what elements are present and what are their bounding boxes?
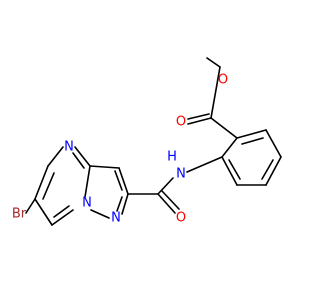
bond-benzene-1 bbox=[236, 129, 267, 139]
atom-bridgehead-nitrogen: N bbox=[82, 196, 92, 211]
bond-benzene-3 bbox=[265, 156, 282, 186]
bond-ring-amide-nitrogen bbox=[186, 156, 223, 173]
bond-ester-carbonyl-second bbox=[187, 113, 210, 120]
bond-pyrazole-inner-2 bbox=[116, 196, 123, 212]
bond-benzene-inner-1 bbox=[241, 137, 264, 145]
atom-amide-carbonyl-oxygen: O bbox=[176, 211, 186, 226]
bond-pyrazole-2 bbox=[89, 165, 120, 169]
bond-pyrazole-inner-1 bbox=[114, 170, 123, 191]
bond-pyrimidine-inner-1 bbox=[72, 152, 85, 169]
bond-pyrimidine-4 bbox=[34, 198, 53, 226]
atom-ester-oxygen: O bbox=[218, 73, 228, 88]
bond-methyl-oxygen bbox=[206, 57, 221, 68]
bond-benzene-5 bbox=[221, 156, 238, 186]
bond-ester-carbonyl bbox=[187, 117, 212, 125]
atom-bromine: Br bbox=[12, 207, 27, 222]
bond-pyrimidine-5 bbox=[51, 209, 74, 226]
atom-labels: O O N H O N N N Br bbox=[12, 73, 228, 226]
bond-benzene-2 bbox=[265, 129, 282, 158]
bond-oxygen-ester-carbon bbox=[210, 66, 221, 119]
bond-pyrimidine-3 bbox=[34, 165, 49, 200]
atom-amide-hydrogen: H bbox=[167, 150, 177, 165]
molecule-structure: O O N H O N N N Br bbox=[12, 57, 282, 226]
bond-pyrazole-5 bbox=[121, 193, 129, 215]
bond-benzene-inner-2 bbox=[261, 159, 274, 180]
bond-pyrazole-4 bbox=[90, 209, 110, 219]
bond-pyrimidine-inner-3 bbox=[53, 205, 70, 218]
bond-carbon-bromine bbox=[25, 198, 36, 214]
bond-pyrimidine-1 bbox=[74, 146, 91, 167]
atom-amide-nitrogen: N bbox=[176, 167, 186, 182]
bond-amide-carbonyl-second bbox=[161, 190, 180, 210]
bond-pyrazole-1 bbox=[118, 167, 129, 195]
bond-pyrimidine-2 bbox=[47, 146, 64, 167]
bond-pyrimidine-inner-2 bbox=[42, 172, 55, 200]
bonds bbox=[25, 57, 282, 226]
atom-ester-carbonyl-oxygen: O bbox=[176, 115, 186, 130]
bond-benzene-inner-3 bbox=[228, 159, 241, 180]
bond-benzene-6 bbox=[221, 137, 238, 158]
atom-pyrazole-nitrogen: N bbox=[111, 211, 121, 226]
bond-amide-nitrogen-carbon bbox=[157, 177, 174, 195]
bond-pyrazole-3 bbox=[84, 165, 91, 198]
bond-ester-carbon-ring bbox=[210, 117, 238, 139]
atom-pyrimidine-nitrogen: N bbox=[64, 140, 74, 155]
bond-amide-carbonyl bbox=[157, 193, 176, 214]
